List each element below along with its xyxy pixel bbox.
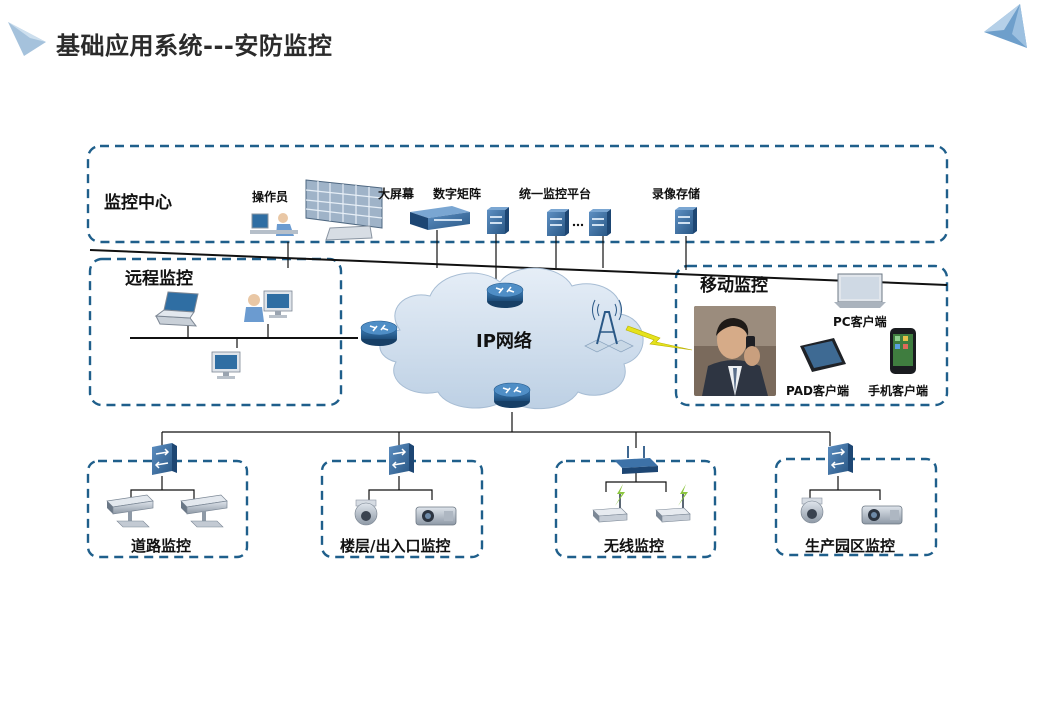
wireless-label: 无线监控 [604,537,665,555]
monitor-center-box [86,144,949,244]
wireless-camera-2-icon [655,483,691,523]
park-box-camera-icon [861,505,903,525]
park-label: 生产园区监控 [805,537,896,555]
road-camera-2-icon [180,494,228,528]
big-screen-icon [305,179,383,241]
building-dome-camera-icon [354,499,378,526]
ip-network-cloud [379,267,644,410]
corner-decoration-right [984,4,1027,48]
monitor-center-label: 监控中心 [104,193,172,213]
wireless-router-icon [614,446,658,474]
platform-server-2-icon [547,209,569,236]
digital-matrix-icon [410,206,470,230]
page-title: 基础应用系统---安防监控 [56,32,333,60]
pc-client-label: PC客户端 [833,315,887,329]
ip-network-label: IP网络 [476,331,532,352]
matrix-label: 数字矩阵 [433,187,482,201]
wireless-link-bolt-icon [625,325,693,351]
big-screen-label: 大屏幕 [378,187,415,201]
laptop-icon [154,291,199,327]
core-router-left-icon [360,320,398,347]
operator-icon [250,213,298,236]
core-router-top-icon [486,282,524,309]
ellipsis-icon [572,223,584,227]
pc-client-icon [834,273,886,308]
corner-decoration-left [8,22,46,56]
mobile-box [674,264,949,407]
pad-client-icon [800,338,846,372]
desktop-pc-icon [211,351,241,380]
wireless-box [554,459,717,559]
remote-label: 远程监控 [125,269,193,289]
remote-operator-icon [244,290,293,322]
mobile-user-photo [694,306,776,396]
phone-client-icon [890,328,916,374]
road-label: 道路监控 [131,537,192,555]
wireless-camera-1-icon [592,483,628,523]
road-switch-icon [151,442,178,476]
connection-lines [89,230,948,500]
park-box [774,457,938,557]
storage-server-icon [675,207,697,234]
remote-box [88,257,343,407]
platform-server-1-icon [487,207,509,234]
building-label: 楼层/出入口监控 [340,537,451,555]
operator-label: 操作员 [252,190,289,204]
platform-label: 统一监控平台 [519,187,592,201]
mobile-label: 移动监控 [700,276,768,296]
phone-client-label: 手机客户端 [868,384,929,398]
building-box [320,459,484,559]
road-camera-1-icon [106,494,154,528]
park-switch-icon [827,442,854,476]
building-switch-icon [388,442,415,476]
pad-client-label: PAD客户端 [786,384,849,398]
core-router-bottom-icon [493,382,531,409]
cell-tower-icon [584,299,634,353]
building-box-camera-icon [415,506,457,526]
storage-label: 录像存储 [652,187,701,201]
road-box [86,459,249,559]
park-dome-camera-icon [800,497,824,524]
platform-server-3-icon [589,209,611,236]
